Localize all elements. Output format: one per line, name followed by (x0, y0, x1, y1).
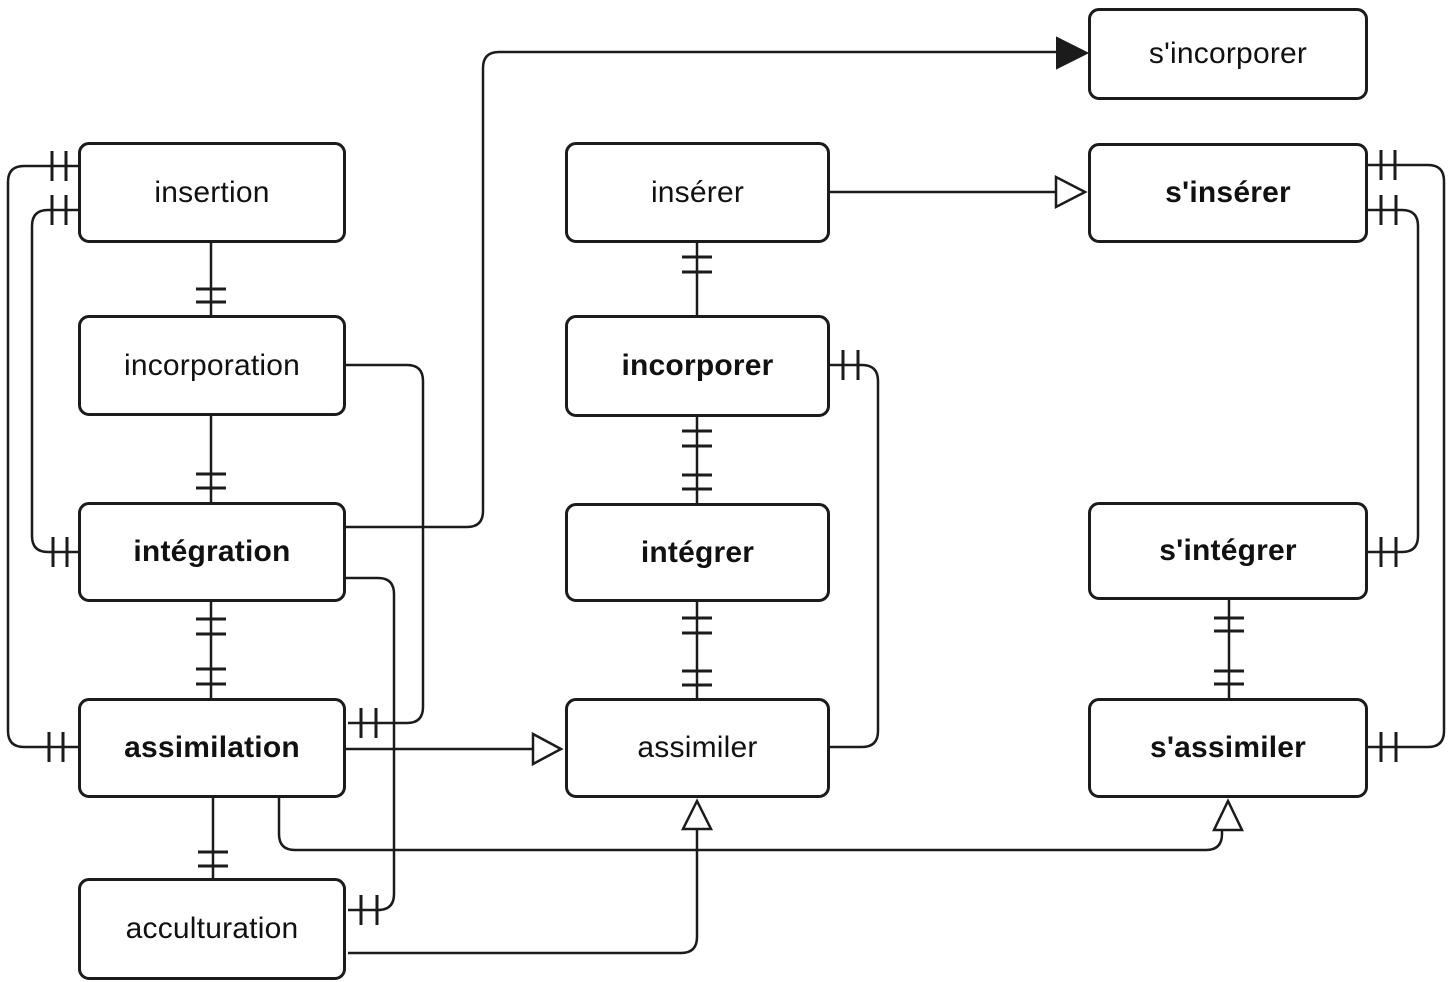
node-assimiler: assimiler (565, 698, 830, 798)
node-label: s'assimiler (1149, 731, 1307, 764)
node-incorporation: incorporation (78, 315, 346, 416)
node-incorporer: incorporer (565, 315, 830, 417)
node-label: incorporer (621, 349, 774, 382)
edge-insertion-assimilation-left-outer (6, 151, 78, 762)
node-label: assimilation (124, 731, 300, 764)
edge-assimilation-assimiler-open-arrow (346, 731, 564, 767)
edge-integration-s-incorporer-filled-arrow (346, 36, 1090, 529)
edge-s-inserer-s-integrer-right-inner (1368, 195, 1420, 567)
edge-insertion-incorporation (196, 243, 226, 315)
node-label: intégrer (640, 535, 755, 569)
node-label: acculturation (125, 912, 299, 945)
edge-inserer-s-inserer-open-arrow (830, 174, 1088, 210)
edge-integrer-assimiler (682, 602, 712, 698)
node-label: s'incorporer (1148, 37, 1308, 70)
node-label: s'insérer (1165, 176, 1291, 209)
node-s-inserer: s'insérer (1088, 143, 1368, 243)
edge-acculturation-assimiler-open-arrow (348, 798, 714, 955)
edge-integration-assimilation (196, 602, 226, 698)
edge-integration-acculturation-right-route (346, 576, 396, 925)
node-integration: intégration (78, 502, 346, 602)
edge-incorporation-assimilation-right-route (346, 363, 425, 738)
node-inserer: insérer (565, 142, 830, 243)
edge-insertion-integration-left-inner (30, 195, 78, 567)
edge-assimilation-acculturation (198, 798, 228, 878)
node-label: incorporation (123, 348, 301, 382)
node-label: intégration (133, 535, 291, 568)
edge-incorporer-assimiler-right-route (830, 350, 880, 749)
edge-inserer-incorporer (682, 243, 712, 315)
node-s-incorporer: s'incorporer (1088, 8, 1368, 100)
node-integrer: intégrer (565, 503, 830, 602)
edge-s-integrer-s-assimiler (1214, 600, 1244, 698)
node-s-assimiler: s'assimiler (1088, 698, 1368, 798)
node-label: s'intégrer (1159, 534, 1297, 567)
edge-s-inserer-s-assimiler-right-outer (1368, 150, 1446, 762)
node-label: assimiler (637, 731, 758, 764)
node-label: insertion (154, 175, 270, 209)
node-label: insérer (650, 175, 745, 209)
node-s-integrer: s'intégrer (1088, 502, 1368, 600)
node-assimilation: assimilation (78, 698, 346, 798)
node-insertion: insertion (78, 142, 346, 243)
edge-incorporer-integrer (682, 417, 712, 503)
edge-incorporation-integration (196, 416, 226, 502)
node-acculturation: acculturation (78, 878, 346, 980)
edge-assimilation-s-assimiler-open-arrow (277, 798, 1244, 852)
